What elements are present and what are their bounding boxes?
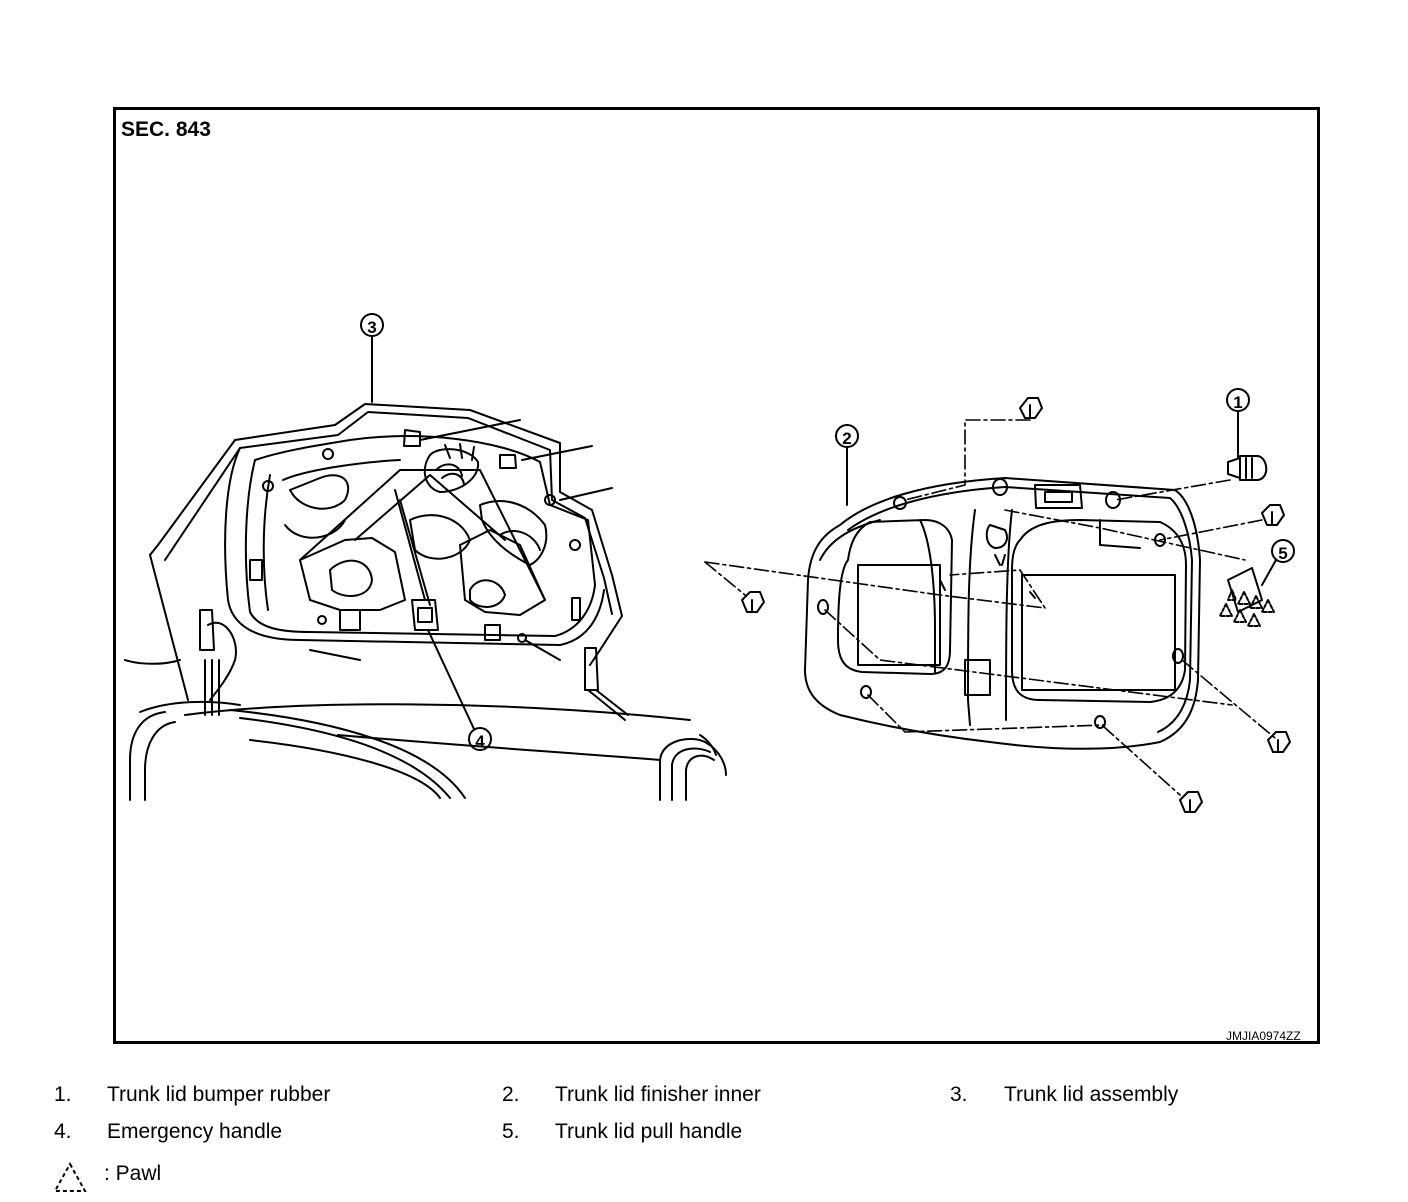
legend-number-2: 2.: [502, 1083, 520, 1106]
callout-5: 5: [1261, 539, 1295, 586]
legend-label-3: Trunk lid assembly: [1004, 1083, 1179, 1106]
legend-label-4: Emergency handle: [107, 1120, 283, 1143]
section-label: SEC. 843: [121, 118, 211, 141]
pawl-legend-label: : Pawl: [104, 1162, 162, 1185]
trunk-lid-finisher-inner: [804, 477, 1201, 750]
callout-4: 4: [427, 629, 492, 751]
clip-fasteners: [741, 397, 1291, 813]
callout-2: 2: [835, 424, 859, 506]
legend-label-1: Trunk lid bumper rubber: [107, 1083, 331, 1106]
clip-icon: [1267, 731, 1291, 753]
trunk-lid-assembly: [124, 403, 727, 801]
svg-text:1: 1: [1233, 393, 1242, 412]
svg-text:2: 2: [842, 429, 851, 448]
legend-label-5: Trunk lid pull handle: [555, 1120, 743, 1143]
legend-number-5: 5.: [502, 1120, 520, 1143]
legend-number-3: 3.: [950, 1083, 968, 1106]
clip-icon: [1019, 397, 1043, 419]
legend-number-1: 1.: [54, 1083, 72, 1106]
pull-handle-icon: [1219, 567, 1275, 627]
callout-3: 3: [360, 313, 384, 403]
svg-text:3: 3: [367, 318, 376, 337]
svg-text:4: 4: [475, 732, 485, 751]
callout-1: 1: [1226, 388, 1250, 459]
installation-lines: [704, 419, 1276, 796]
bumper-rubber-icon: [1227, 455, 1268, 481]
pawl-triangle-icon: [53, 1162, 87, 1192]
svg-text:5: 5: [1278, 544, 1287, 563]
legend-label-2: Trunk lid finisher inner: [555, 1083, 761, 1106]
figure-frame: [113, 107, 1320, 1044]
image-code: JMJIA0974ZZ: [1226, 1029, 1301, 1043]
legend-number-4: 4.: [54, 1120, 72, 1143]
clip-icon: [1261, 504, 1285, 526]
clip-icon: [741, 591, 765, 613]
clip-icon: [1179, 791, 1203, 813]
